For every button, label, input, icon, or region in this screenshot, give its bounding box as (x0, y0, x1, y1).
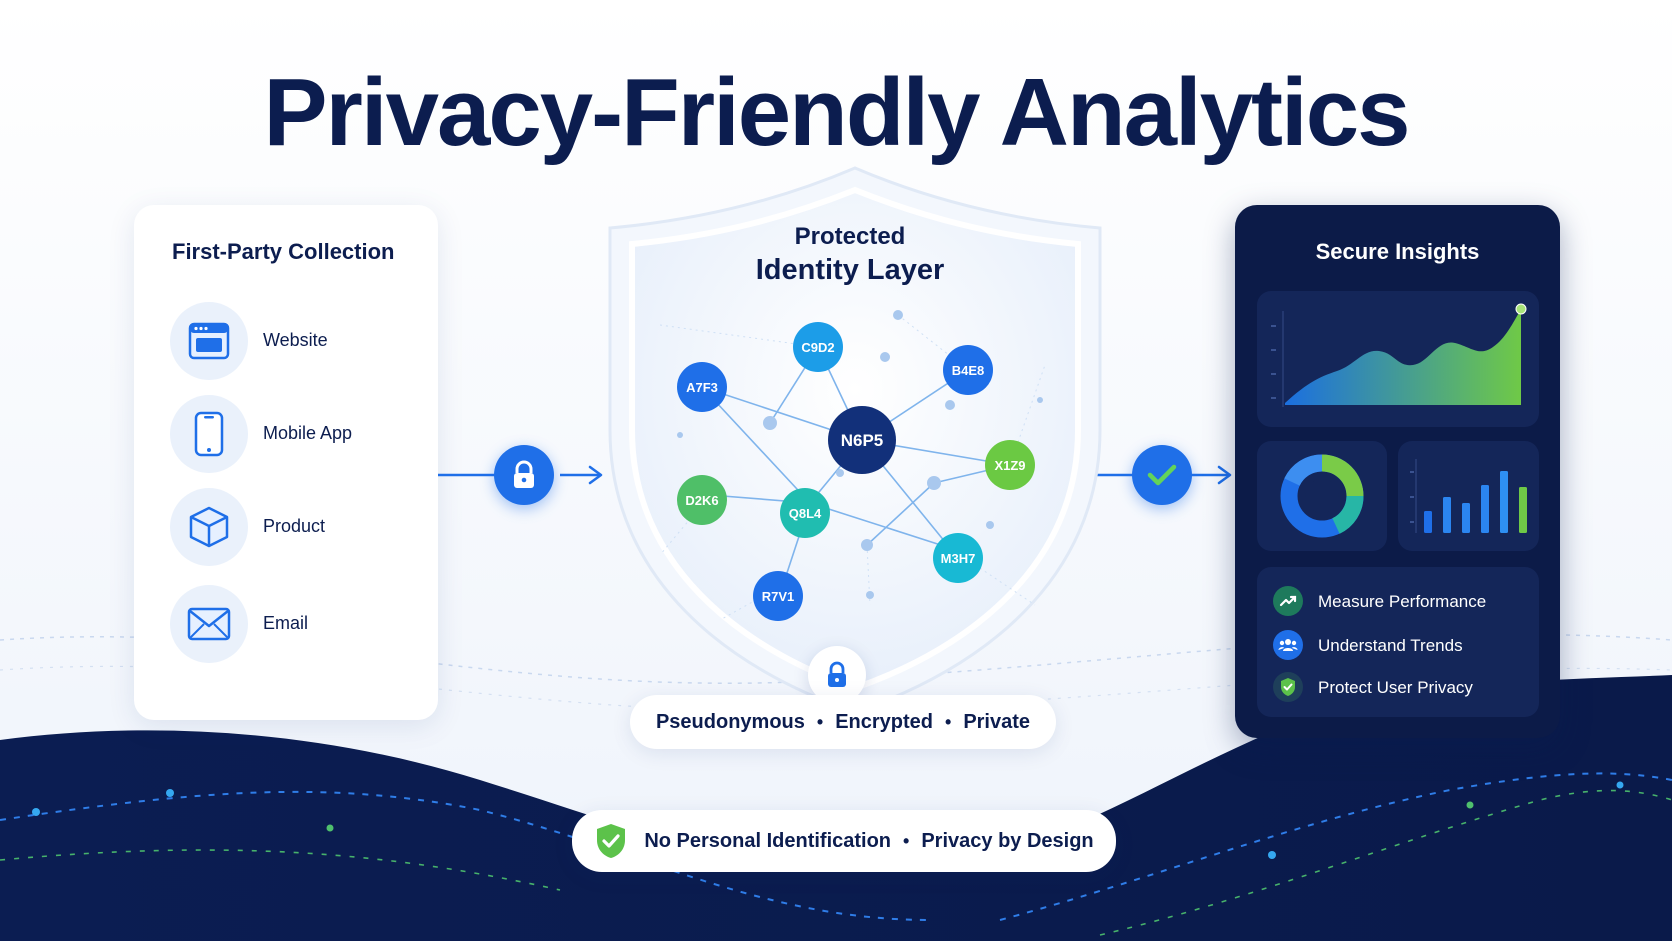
source-item-mobile-app: Mobile App (170, 395, 420, 473)
box-icon (170, 488, 248, 566)
identity-node-b4e8: B4E8 (943, 345, 993, 395)
benefit-understand-trends: Understand Trends (1273, 630, 1543, 662)
check-icon (1132, 445, 1192, 505)
area-chart-graphic (1271, 303, 1527, 407)
card-heading: First-Party Collection (172, 239, 395, 264)
property-pseudonymous: Pseudonymous (655, 710, 805, 733)
node-label: C9D2 (801, 340, 834, 355)
property-encrypted: Encrypted (835, 710, 933, 733)
identity-node-a7f3: A7F3 (677, 362, 727, 412)
shield-title-line1: Protected (794, 223, 906, 250)
property-private: Private (963, 710, 1031, 733)
source-label: Product (263, 516, 326, 536)
source-label: Website (263, 330, 328, 350)
donut-chart-panel (1257, 441, 1387, 551)
shield-check-icon (1273, 672, 1303, 702)
browser-window-icon (170, 302, 248, 380)
footer-no-personal-identification: No Personal Identification (644, 829, 892, 852)
separator-dot: • (903, 830, 910, 851)
source-item-website: Website (170, 302, 420, 380)
secure-insights-card: Secure Insights (1235, 205, 1560, 738)
source-item-product: Product (170, 488, 420, 566)
identity-properties-pill: Pseudonymous • Encrypted • Private (630, 695, 1056, 749)
benefit-measure-performance: Measure Performance (1273, 586, 1543, 618)
source-label: Mobile App (263, 423, 353, 443)
benefit-label: Protect User Privacy (1318, 678, 1473, 697)
identity-node-x1z9: X1Z9 (985, 440, 1035, 490)
node-label: M3H7 (941, 551, 976, 566)
identity-node-r7v1: R7V1 (753, 571, 803, 621)
benefit-label: Understand Trends (1318, 636, 1463, 655)
node-label: N6P5 (841, 431, 884, 450)
source-item-email: Email (170, 585, 420, 663)
bar-chart-graphic (1410, 459, 1527, 533)
source-label: Email (263, 613, 309, 633)
node-label: X1Z9 (994, 458, 1025, 473)
lock-icon (494, 445, 554, 505)
identity-node-c9d2: C9D2 (793, 322, 843, 372)
shield-title-line2: Identity Layer (755, 254, 945, 286)
privacy-footer-pill: No Personal Identification • Privacy by … (572, 810, 1116, 872)
shield-check-icon (594, 822, 628, 860)
node-label: R7V1 (762, 589, 795, 604)
benefit-label: Measure Performance (1318, 592, 1487, 611)
area-chart-panel (1257, 291, 1539, 427)
identity-node-m3h7: M3H7 (933, 533, 983, 583)
flow-arrow-left (438, 465, 603, 485)
first-party-collection-card: First-Party Collection Website (134, 205, 438, 720)
node-label: A7F3 (686, 380, 718, 395)
donut-chart-graphic (1280, 454, 1364, 538)
identity-node-d2k6: D2K6 (677, 475, 727, 525)
identity-node-n6p5: N6P5 (828, 406, 896, 474)
padlock-icon (808, 646, 866, 704)
identity-network: C9D2 A7F3 B4E8 N6P5 X1Z9 D2K6 (660, 310, 1046, 621)
page-title: Privacy-Friendly Analytics (263, 59, 1411, 166)
bar-chart-panel (1398, 441, 1539, 551)
benefits-panel (1257, 567, 1539, 717)
node-label: B4E8 (952, 363, 985, 378)
separator-dot: • (945, 711, 952, 732)
node-label: Q8L4 (789, 506, 822, 521)
smartphone-icon (170, 395, 248, 473)
identity-node-q8l4: Q8L4 (780, 488, 830, 538)
trend-up-icon (1273, 586, 1303, 616)
flow-arrow-right (1095, 465, 1232, 485)
separator-dot: • (816, 711, 824, 732)
card-heading: Secure Insights (1315, 239, 1480, 264)
benefit-protect-user-privacy: Protect User Privacy (1273, 672, 1543, 704)
node-label: D2K6 (685, 493, 718, 508)
envelope-icon (170, 585, 248, 663)
footer-privacy-by-design: Privacy by Design (921, 829, 1094, 852)
users-icon (1273, 630, 1303, 660)
